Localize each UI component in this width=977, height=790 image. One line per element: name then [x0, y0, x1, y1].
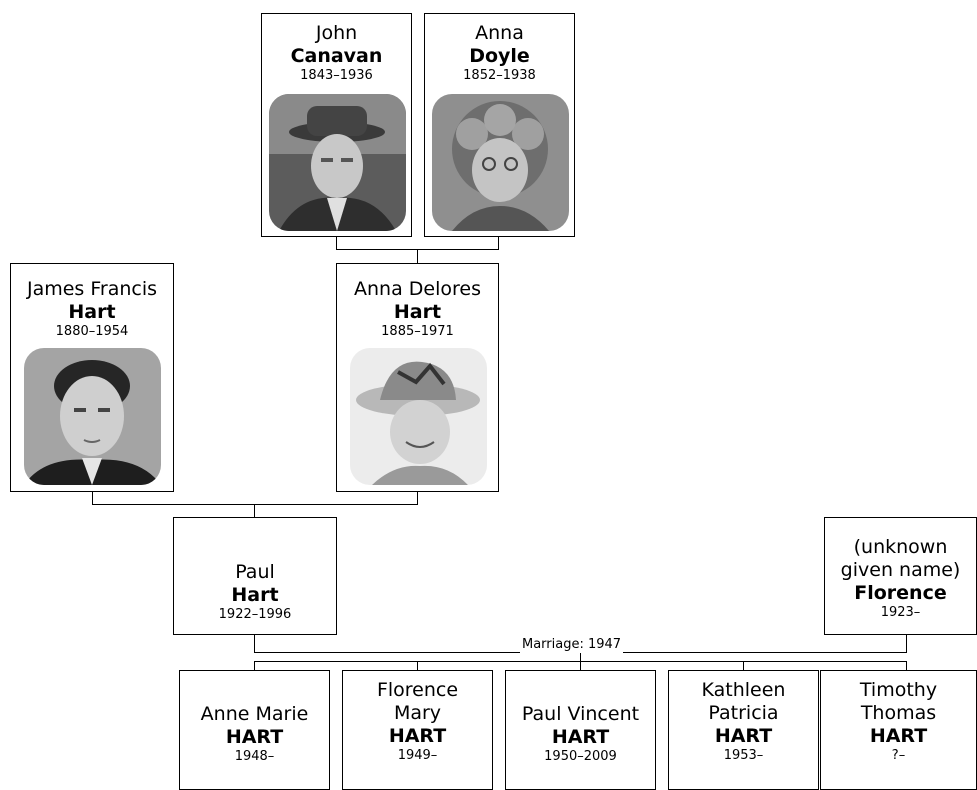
connector-james-down [92, 491, 93, 505]
surname: HART [551, 726, 610, 748]
portrait-photo [269, 94, 406, 231]
life-dates: 1949– [397, 748, 438, 763]
surname: HART [225, 726, 284, 748]
given-name-line1: (unknown [853, 536, 948, 558]
given-name-line1: Florence [376, 679, 459, 701]
surname: Florence [854, 582, 947, 604]
portrait-photo [350, 348, 487, 485]
life-dates: ?– [891, 748, 906, 763]
person-anne-marie-hart[interactable]: Anne Marie HART 1948– [179, 670, 330, 790]
connector-child-3 [580, 661, 581, 671]
surname: Canavan [290, 45, 383, 67]
connector-parents-bar [92, 504, 418, 505]
connector-paul-down [254, 634, 255, 653]
given-name-line2: Thomas [860, 702, 937, 724]
connector-to-anna-delores [417, 249, 418, 263]
given-name: Anna Delores [354, 278, 481, 300]
person-florence-mary-hart[interactable]: Florence Mary HART 1949– [342, 670, 493, 790]
portrait-photo [24, 348, 161, 485]
connector-child-5 [906, 661, 907, 671]
connector-florence-down [906, 634, 907, 653]
given-name: James Francis [26, 278, 158, 300]
person-florence[interactable]: (unknown given name) Florence 1923– [824, 517, 977, 635]
connector-john-down [336, 236, 337, 250]
person-paul-hart[interactable]: Paul Hart 1922–1996 [173, 517, 337, 635]
life-dates: 1950–2009 [544, 749, 617, 764]
life-dates: 1852–1938 [463, 68, 536, 83]
person-james-francis-hart[interactable]: James Francis Hart 1880–1954 [10, 263, 174, 492]
person-anna-delores-hart[interactable]: Anna Delores Hart 1885–1971 [336, 263, 499, 492]
connector-child-4 [743, 661, 744, 671]
person-paul-vincent-hart[interactable]: Paul Vincent HART 1950–2009 [505, 670, 656, 790]
life-dates: 1843–1936 [300, 68, 373, 83]
given-name-line1: Kathleen [701, 679, 786, 701]
given-name: Paul [235, 561, 275, 583]
connector-child-1 [254, 661, 255, 671]
connector-to-paul [254, 504, 255, 518]
surname: Hart [231, 584, 279, 606]
connector-anna-delores-down [417, 491, 418, 505]
marriage-label: Marriage: 1947 [520, 637, 624, 653]
surname: HART [714, 725, 773, 747]
life-dates: 1953– [723, 748, 764, 763]
person-anna-doyle[interactable]: Anna Doyle 1852–1938 [424, 13, 575, 237]
life-dates: 1923– [880, 605, 921, 620]
connector-child-2 [417, 661, 418, 671]
given-name: Anna [475, 22, 524, 44]
given-name-line1: Timothy [859, 679, 938, 701]
connector-anna-doyle-down [498, 236, 499, 250]
person-kathleen-patricia-hart[interactable]: Kathleen Patricia HART 1953– [668, 670, 819, 790]
life-dates: 1885–1971 [381, 324, 454, 339]
given-name-line2: given name) [840, 559, 961, 581]
person-timothy-thomas-hart[interactable]: Timothy Thomas HART ?– [820, 670, 977, 790]
given-name-line2: Mary [393, 702, 442, 724]
given-name: John [315, 22, 358, 44]
given-name: Anne Marie [200, 703, 309, 725]
connector-marriage-to-children [580, 652, 581, 662]
surname: HART [869, 725, 928, 747]
surname: Doyle [469, 45, 530, 67]
person-john-canavan[interactable]: John Canavan 1843–1936 [261, 13, 412, 237]
surname: Hart [393, 301, 442, 323]
given-name-line2: Patricia [708, 702, 779, 724]
surname: HART [388, 725, 447, 747]
life-dates: 1922–1996 [218, 607, 292, 622]
life-dates: 1880–1954 [55, 324, 129, 339]
life-dates: 1948– [234, 749, 275, 764]
given-name: Paul Vincent [521, 703, 640, 725]
portrait-photo [432, 94, 569, 231]
surname: Hart [68, 301, 116, 323]
